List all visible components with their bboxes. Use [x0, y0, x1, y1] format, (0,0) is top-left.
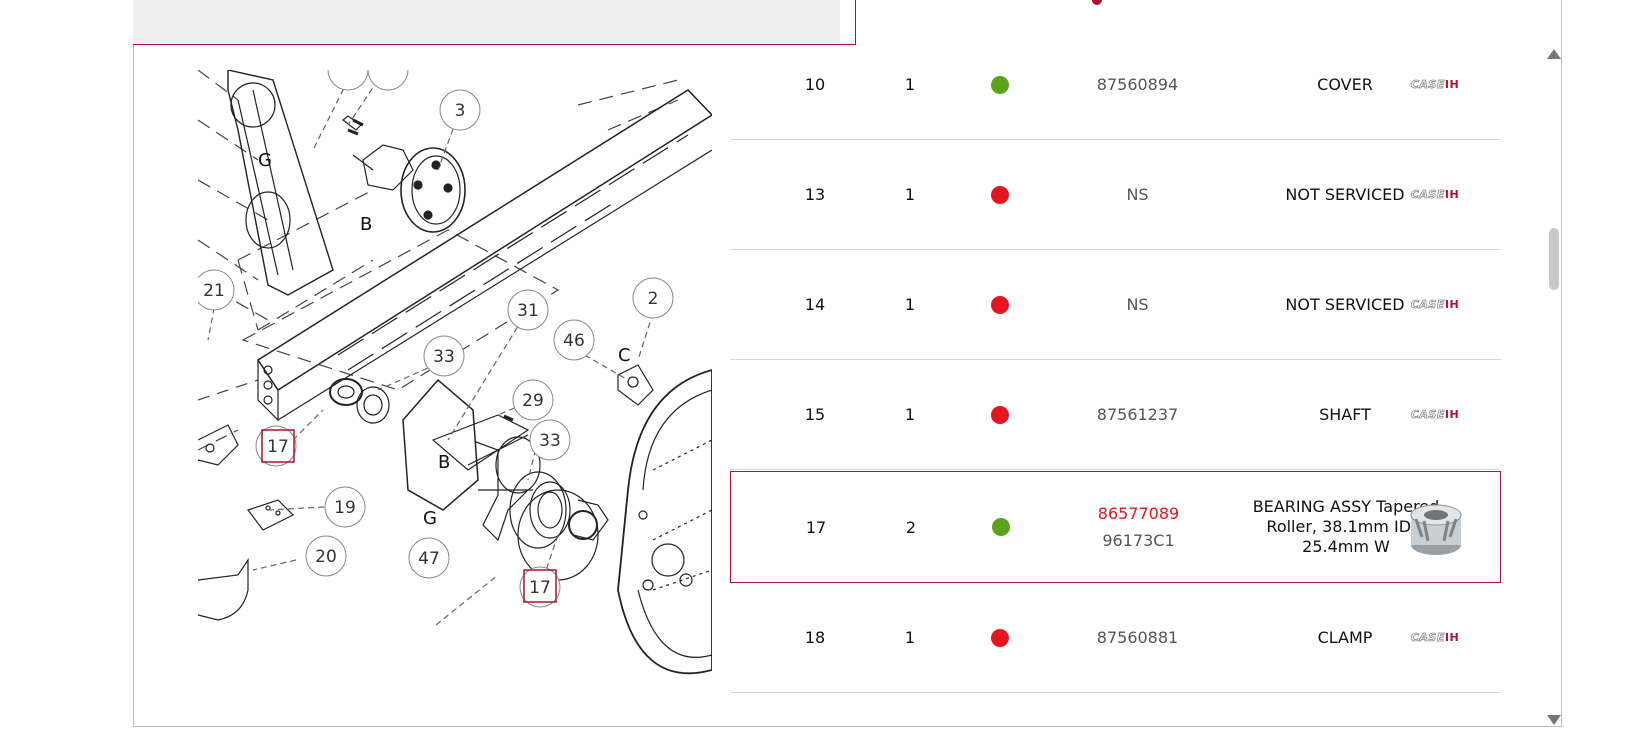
- status-dot-unavailable: [991, 295, 1009, 314]
- callout-19[interactable]: 19: [334, 498, 356, 518]
- part-number[interactable]: 86577089 96173C1: [1051, 472, 1226, 582]
- case-ih-logo: CASEIH: [1380, 250, 1490, 359]
- availability-indicator: [955, 583, 1045, 692]
- logo-suffix: IH: [1444, 78, 1460, 91]
- logo-text: CASE: [1410, 78, 1445, 92]
- part-number-text[interactable]: 87561237: [1096, 405, 1179, 424]
- logo-suffix: IH: [1444, 408, 1460, 421]
- quantity: 1: [904, 185, 916, 204]
- parts-table: 10 1 87560894 COVER CASEIH 13 1 NS NOT S…: [730, 30, 1501, 710]
- logo-text: CASE: [1410, 188, 1445, 202]
- status-dot-available: [991, 75, 1009, 94]
- part-number: NS: [1050, 250, 1225, 359]
- alt-part-number[interactable]: 96173C1: [1102, 531, 1175, 550]
- callout-31[interactable]: 31: [517, 301, 539, 321]
- status-dot-available: [992, 518, 1010, 536]
- part-number-link[interactable]: 86577089: [1097, 504, 1180, 523]
- logo-text: CASE: [1410, 298, 1445, 312]
- part-number[interactable]: 87560894: [1050, 30, 1225, 139]
- part-description: SHAFT: [1319, 405, 1371, 424]
- quantity: 1: [904, 628, 916, 647]
- quantity: 1: [904, 405, 916, 424]
- table-row[interactable]: 15 1 87561237 SHAFT CASEIH: [730, 360, 1501, 470]
- part-description: NOT SERVICED: [1285, 295, 1405, 314]
- availability-indicator: [955, 30, 1045, 139]
- callout-21[interactable]: 21: [203, 281, 225, 301]
- callout-33-top[interactable]: 33: [433, 347, 455, 367]
- logo-suffix: IH: [1444, 631, 1460, 644]
- top-panel: [133, 0, 856, 45]
- part-number[interactable]: 87560881: [1050, 583, 1225, 692]
- part-number[interactable]: 87561237: [1050, 360, 1225, 469]
- callout-20[interactable]: 20: [315, 547, 337, 567]
- availability-indicator: [955, 360, 1045, 469]
- callout-17-right[interactable]: 17: [529, 578, 551, 598]
- callout-2[interactable]: 2: [648, 289, 659, 309]
- table-row[interactable]: 13 1 NS NOT SERVICED CASEIH: [730, 140, 1501, 250]
- part-number: NS: [1050, 140, 1225, 249]
- case-ih-logo: CASEIH: [1380, 583, 1490, 692]
- scroll-up-arrow-icon[interactable]: [1547, 49, 1561, 59]
- letter-b-top: B: [360, 214, 372, 235]
- availability-indicator: [955, 140, 1045, 249]
- letter-c: C: [618, 345, 631, 366]
- part-description: CLAMP: [1317, 628, 1373, 647]
- logo-suffix: IH: [1444, 188, 1460, 201]
- bearing-icon[interactable]: [1408, 497, 1464, 557]
- callout-46[interactable]: 46: [563, 331, 585, 351]
- part-number-text: NS: [1126, 185, 1149, 204]
- part-number-text[interactable]: 87560894: [1096, 75, 1179, 94]
- scroll-down-arrow-icon[interactable]: [1547, 715, 1561, 725]
- ref-number: 17: [805, 517, 827, 537]
- table-row[interactable]: 10 1 87560894 COVER CASEIH: [730, 30, 1501, 140]
- status-dot-unavailable: [991, 628, 1009, 647]
- case-ih-logo: CASEIH: [1380, 360, 1490, 469]
- case-ih-logo: CASEIH: [1380, 140, 1490, 249]
- letter-g-bottom: G: [423, 508, 437, 529]
- callout-47[interactable]: 47: [418, 549, 440, 569]
- part-number-text: NS: [1126, 295, 1149, 314]
- status-dot-unavailable: [991, 405, 1009, 424]
- availability-indicator: [956, 472, 1046, 582]
- callout-29[interactable]: 29: [522, 391, 544, 411]
- table-row[interactable]: 14 1 NS NOT SERVICED CASEIH: [730, 250, 1501, 360]
- top-marker: [1092, 0, 1102, 5]
- part-description: NOT SERVICED: [1285, 185, 1405, 204]
- ref-number: 15: [804, 405, 826, 424]
- status-dot-unavailable: [991, 185, 1009, 204]
- logo-suffix: IH: [1444, 298, 1460, 311]
- logo-text: CASE: [1410, 631, 1445, 645]
- content-frame: [133, 0, 1562, 727]
- letter-g-top: G: [258, 150, 272, 171]
- case-ih-logo: CASEIH: [1380, 30, 1490, 139]
- table-row[interactable]: 18 1 87560881 CLAMP CASEIH: [730, 583, 1501, 693]
- ref-number: 10: [804, 75, 826, 94]
- letter-b-bottom: B: [438, 452, 450, 473]
- top-panel-fill: [133, 0, 840, 43]
- quantity: 1: [904, 75, 916, 94]
- quantity: 1: [904, 295, 916, 314]
- part-description: BEARING ASSY Tapered Roller, 38.1mm ID x…: [1252, 497, 1440, 556]
- part-number-text[interactable]: 87560881: [1096, 628, 1179, 647]
- availability-indicator: [955, 250, 1045, 359]
- ref-number: 14: [804, 295, 826, 314]
- ref-number: 13: [804, 185, 826, 204]
- bearing-image[interactable]: [1381, 472, 1491, 582]
- callout-33-bottom[interactable]: 33: [539, 431, 561, 451]
- parts-diagram[interactable]: 3 21 2 31 46 33 29 33 17 19 20 47 17 G B…: [198, 70, 712, 730]
- callout-17-left[interactable]: 17: [267, 437, 289, 457]
- quantity: 2: [905, 517, 917, 537]
- scrollbar-thumb[interactable]: [1549, 228, 1559, 290]
- logo-text: CASE: [1410, 408, 1445, 422]
- callout-3[interactable]: 3: [455, 101, 466, 121]
- table-row-selected[interactable]: 17 2 86577089 96173C1 BEARING ASSY Taper…: [730, 471, 1501, 583]
- ref-number: 18: [804, 628, 826, 647]
- part-description: COVER: [1317, 75, 1373, 94]
